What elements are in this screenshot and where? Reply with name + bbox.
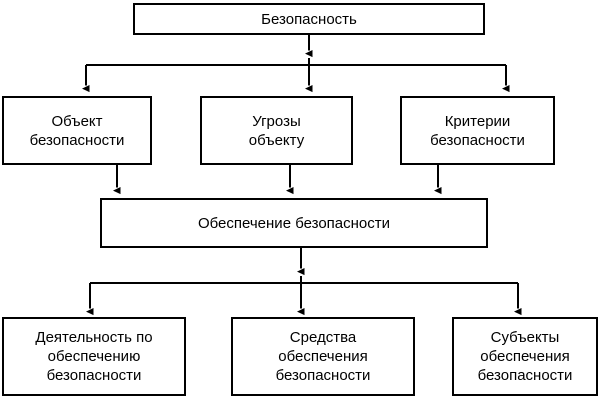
node-obespechenie-bezopasnosti: Обеспечение безопасности [100,198,488,248]
node-subekty-label: Субъекты обеспечения безопасности [477,329,573,384]
node-subekty-obespecheniya-bezopasnosti: Субъекты обеспечения безопасности [452,317,598,396]
node-obespechenie-bezopasnosti-label: Обеспечение безопасности [197,214,391,232]
node-kriterii-bezopasnosti: Критерии безопасности [400,96,555,165]
node-obekt-bezopasnosti-label: Объект безопасности [29,112,125,149]
node-bezopasnost-label: Безопасность [261,10,357,28]
node-kriterii-bezopasnosti-label: Критерии безопасности [430,112,525,149]
node-sredstva-label: Средства обеспечения безопасности [275,329,371,384]
node-ugrozy-obektu-label: Угрозы объекту [248,112,305,149]
node-ugrozy-obektu: Угрозы объекту [200,96,353,165]
node-sredstva-obespecheniya-bezopasnosti: Средства обеспечения безопасности [231,317,415,396]
node-deyatelnost-label: Деятельность по обеспечению безопасности [35,329,153,384]
node-obekt-bezopasnosti: Объект безопасности [2,96,152,165]
node-bezopasnost: Безопасность [133,3,485,35]
node-deyatelnost-po-obespecheniyu-bezopasnosti: Деятельность по обеспечению безопасности [2,317,186,396]
